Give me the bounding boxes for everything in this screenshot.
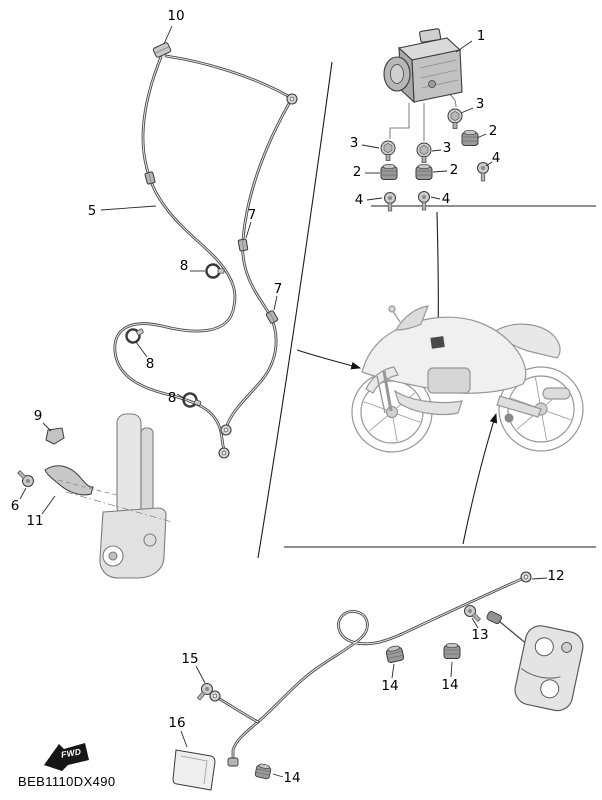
spacer-9-part [45, 427, 65, 445]
rear-brake-hose-assembly [172, 571, 584, 791]
hose-clamp-10-part [152, 42, 172, 58]
part-code: BEB1110DX490 [18, 774, 116, 789]
bracket-11-part [44, 465, 94, 496]
fastener-parts [380, 108, 489, 212]
front-fork-drawing [65, 413, 173, 579]
wheel-sensor-body [486, 611, 502, 625]
abs-connector-lines [389, 93, 457, 141]
motorcycle-drawing [351, 305, 584, 453]
abs-unit-drawing [383, 28, 463, 104]
leader-lines [19, 25, 548, 778]
rear-caliper-drawing [514, 625, 584, 712]
fwd-arrow-icon [44, 743, 89, 771]
section-divider-lines [257, 61, 596, 559]
plate-16-part [172, 749, 216, 791]
front-brake-hose-assembly [14, 42, 298, 504]
